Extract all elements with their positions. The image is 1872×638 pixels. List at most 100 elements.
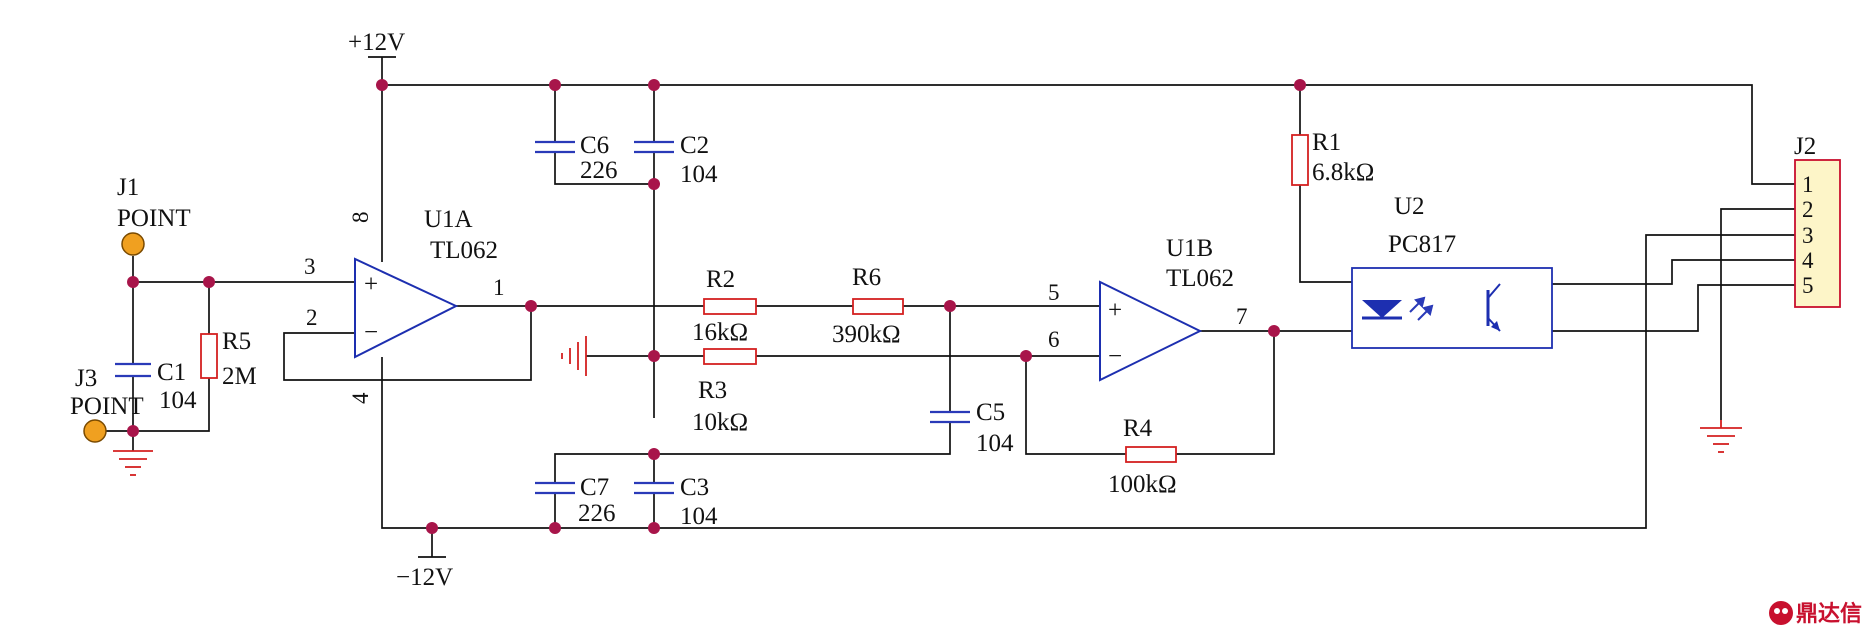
resistor-r6-value: 390kΩ [832,321,901,348]
jack-j3-ref: J3 [75,365,97,392]
led-icon [1362,300,1402,318]
opamp-u1b-pin-inv: 6 [1048,327,1060,352]
watermark-text: 鼎达信 [1796,601,1862,627]
capacitor-c5-ref: C5 [976,399,1005,426]
wire-c5-bottom [654,422,951,455]
wire-r4-right [1176,331,1275,455]
junction-dot [648,79,660,91]
connector-j2: J2 1 2 3 4 5 [1794,133,1841,308]
capacitor-c2-ref: C2 [680,132,709,159]
resistor-r3: R3 10kΩ [692,348,757,436]
resistor-r4-value: 100kΩ [1108,471,1177,498]
capacitor-c2: C2 104 [634,132,718,188]
wire-j2-gnd [1720,208,1795,420]
wire-q-emitter [1500,284,1795,332]
opamp-u1b-pin-noninv: 5 [1048,280,1060,305]
ground-icon [1700,420,1742,453]
resistor-r6-ref: R6 [852,264,881,291]
junction-dot [1294,79,1306,91]
connector-j2-pin-1: 1 [1802,172,1814,197]
resistor-r4-ref: R4 [1123,415,1153,442]
resistor-r5: R5 2M [200,328,257,390]
ground-icon [113,450,153,476]
ground-icon [561,336,587,376]
opamp-u1a-pin-out: 1 [493,275,505,300]
wire-input [132,256,355,283]
junction-dot [127,425,139,437]
optocoupler-u2-ref: U2 [1394,193,1425,220]
opamp-u1a-minus: − [364,319,378,346]
junction-dot [127,276,139,288]
wire-r4-left [1025,356,1126,455]
junction-dot [1268,325,1280,337]
opamp-u1a-pin-vneg: 4 [348,392,373,404]
wire-r5-bottom [133,378,210,432]
capacitor-c5-value: 104 [976,430,1014,457]
opamp-u1a-pin-noninv: 3 [304,254,316,279]
opamp-u1a-plus: + [364,271,378,298]
jack-j3: J3 POINT [70,365,144,443]
capacitor-c7-ref: C7 [580,474,609,501]
supply-positive-label: +12V [348,29,405,56]
junction-dot [376,79,388,91]
junction-dot [648,178,660,190]
light-emission-icon [1409,296,1434,321]
jack-j1: J1 POINT [117,174,191,256]
watermark: 鼎达信 [1769,601,1862,627]
junction-dot [203,276,215,288]
optocoupler-u2: U2 PC817 [1351,193,1553,349]
opamp-u1b-part: TL062 [1166,265,1234,292]
wire-c7-top [554,453,654,483]
resistor-r1-value: 6.8kΩ [1312,159,1374,186]
capacitor-c5: C5 104 [930,399,1014,457]
opamp-u1a-pin-vpos: 8 [348,212,373,224]
capacitor-c6-value: 226 [580,157,618,184]
wire-u1a-feedback [283,306,532,381]
jack-j3-terminal [83,419,107,443]
opamp-u1b-ref: U1B [1166,235,1213,262]
connector-j2-pin-2: 2 [1802,197,1814,222]
junction-dot [1020,350,1032,362]
opamp-u1b-body [1099,280,1203,382]
resistor-r4: R4 100kΩ [1108,415,1177,498]
capacitor-c6: C6 226 [535,132,618,184]
resistor-r6: R6 390kΩ [832,264,904,348]
capacitor-c1-ref: C1 [157,359,186,386]
opamp-u1a-body [354,257,459,359]
supply-negative-label: −12V [396,564,453,591]
opamp-u1b-minus: − [1108,343,1122,370]
opamp-u1a-part: TL062 [430,237,498,264]
resistor-r3-ref: R3 [698,377,727,404]
watermark-logo-icon [1769,601,1793,625]
supply-positive: +12V [348,29,405,58]
resistor-r2-value: 16kΩ [692,319,748,346]
resistor-r1-ref: R1 [1312,129,1341,156]
jack-j1-type: POINT [117,205,191,232]
capacitor-c3-value: 104 [680,503,718,530]
opamp-u1b-pin-out: 7 [1236,304,1248,329]
jack-j3-type: POINT [70,393,144,420]
capacitor-c7-value: 226 [578,500,616,527]
junction-dot [648,448,660,460]
junction-dot [648,350,660,362]
junction-dot [426,522,438,534]
optocoupler-u2-part: PC817 [1388,231,1456,258]
resistor-r5-value: 2M [222,363,257,390]
resistor-r3-value: 10kΩ [692,409,748,436]
junction-dot [549,522,561,534]
junction-dot [944,300,956,312]
opamp-u1b-plus: + [1108,297,1122,324]
jack-j1-terminal [121,232,145,256]
resistor-r2: R2 16kΩ [692,266,757,346]
capacitor-c1-value: 104 [159,387,197,414]
wire-vpos-rail [382,84,1795,185]
junction-dot [525,300,537,312]
capacitor-c6-ref: C6 [580,132,609,159]
resistor-r1: R1 6.8kΩ [1291,129,1374,186]
connector-j2-pin-5: 5 [1802,273,1814,298]
connector-j2-body [1794,159,1841,308]
resistor-r5-ref: R5 [222,328,251,355]
capacitor-c3-ref: C3 [680,474,709,501]
capacitor-c1: C1 104 [115,359,197,414]
